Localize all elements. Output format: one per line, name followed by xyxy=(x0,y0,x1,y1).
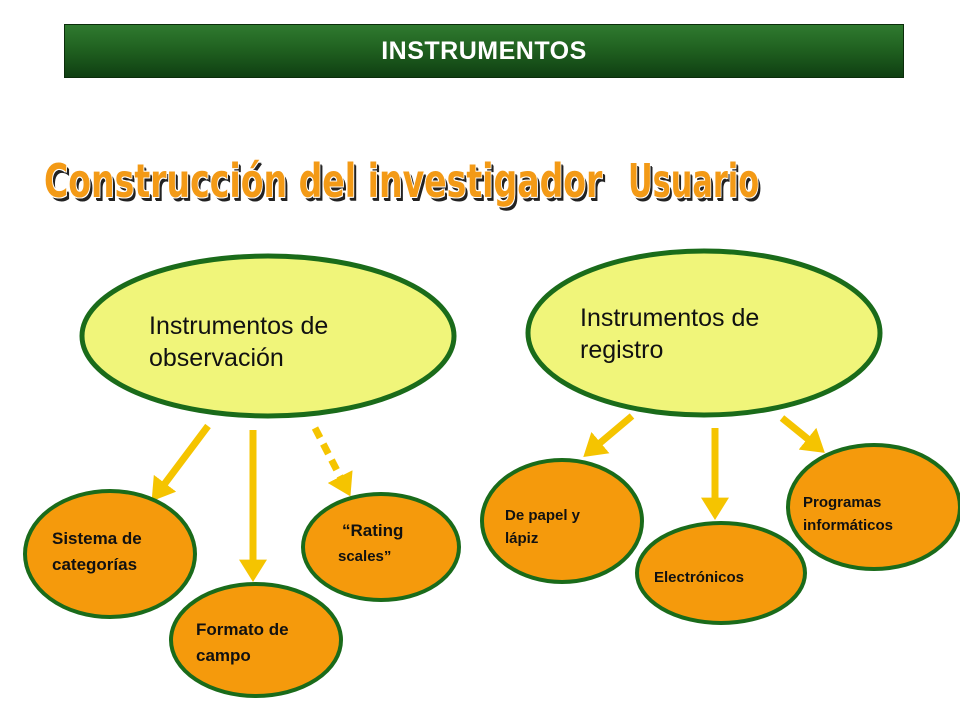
arrow-to-papel xyxy=(583,413,635,458)
node-papel-lapiz xyxy=(480,458,644,584)
node-instrumentos-observacion xyxy=(79,253,457,419)
heading-construccion-investigador: Construcción del investigador xyxy=(44,154,603,208)
node-rating-scales xyxy=(301,492,461,602)
arrow-to-programas xyxy=(779,415,825,453)
heading-usuario: Usuario xyxy=(628,154,760,208)
label-formato-campo: Formato de campo xyxy=(196,620,289,665)
arrow-to-sistema xyxy=(151,423,211,502)
label-electronicos: Electrónicos xyxy=(654,569,745,586)
node-sistema-categorias xyxy=(23,489,197,619)
banner-title: INSTRUMENTOS xyxy=(381,36,587,65)
label-instrumentos-registro: Instrumentos de registro xyxy=(580,304,760,364)
node-electronicos xyxy=(635,521,807,625)
label-programas-informaticos: Programas informáticos xyxy=(803,494,894,534)
label-instrumentos-observacion: Instrumentos de observación xyxy=(149,312,329,372)
node-formato-campo xyxy=(169,582,343,698)
label-rating-scales: “Rating scales” xyxy=(338,521,404,565)
label-sistema-categorias: Sistema de categorías xyxy=(52,529,142,574)
label-papel-lapiz: De papel y lápiz xyxy=(505,507,581,547)
node-instrumentos-registro xyxy=(525,248,883,418)
node-programas-informaticos xyxy=(786,443,960,571)
title-banner: INSTRUMENTOS xyxy=(64,24,904,78)
arrow-to-rating-dashed xyxy=(311,426,353,497)
